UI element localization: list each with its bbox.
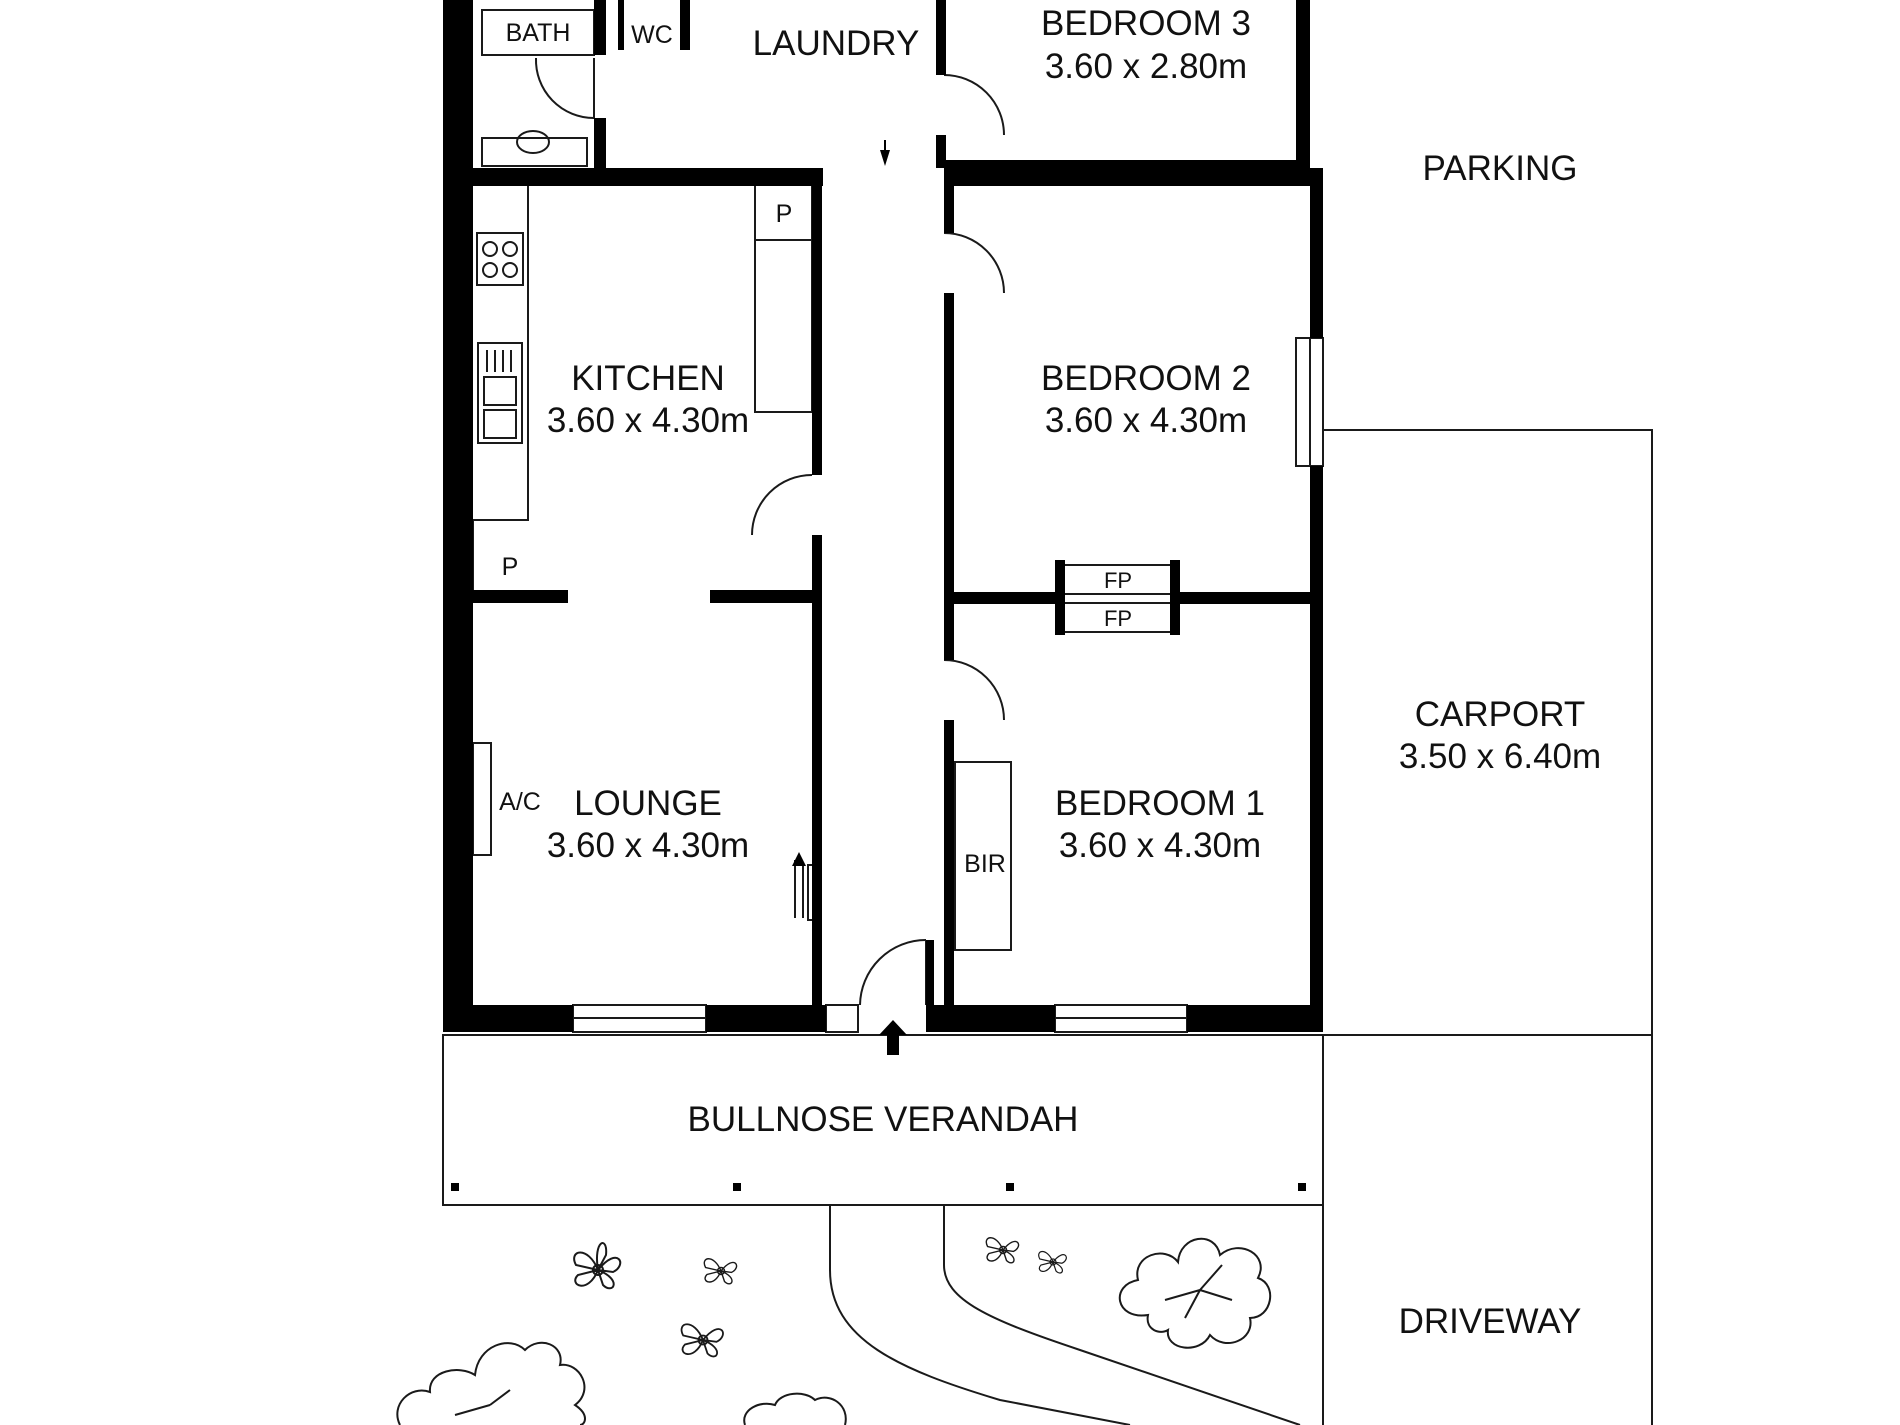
sink-bowl-2 [483, 409, 517, 439]
entry-arrow-icon [879, 1020, 907, 1055]
aircon-label: A/C [499, 788, 541, 816]
cooktop [476, 232, 524, 286]
wall-kitchen-top [443, 168, 823, 186]
shrub-icon [396, 1341, 586, 1425]
door-swing-kitchen [751, 474, 813, 536]
wall-door-jamb [926, 940, 934, 1005]
door-swing-bath [534, 57, 595, 119]
wall-hall-left-2 [812, 535, 822, 1005]
labels: BATH WC LAUNDRY BEDROOM 3 3.60 x 2.80m P… [499, 4, 1601, 1341]
kitchen-bench [473, 184, 529, 521]
wall-hall-right-3 [944, 720, 954, 1005]
wall-left [443, 0, 473, 1032]
wall-bed-divider-1 [954, 592, 1060, 604]
wall-kitchen-lounge-2 [710, 590, 812, 603]
kitchen-sink [477, 342, 523, 444]
kitchen-size: 3.60 x 4.30m [547, 401, 749, 440]
parking-label: PARKING [1423, 149, 1578, 188]
verandah-post-2 [733, 1183, 741, 1191]
wall-bed2-top [944, 168, 1323, 186]
robe-label: BIR [964, 850, 1006, 878]
wc-label: WC [631, 21, 673, 49]
pantry-label-top: P [776, 200, 793, 228]
bedroom2-label: BEDROOM 2 [1041, 359, 1251, 398]
garden [396, 1237, 1272, 1425]
built-in-robe [954, 761, 1012, 951]
wall-right-upper [1310, 168, 1323, 338]
shrub-branches [1164, 1264, 1233, 1319]
wall-wc-left [618, 0, 624, 50]
wall-bed-divider-2 [1176, 592, 1310, 604]
fireplace-jamb-right [1170, 560, 1180, 635]
driveway-label: DRIVEWAY [1399, 1302, 1582, 1341]
bedroom1-label: BEDROOM 1 [1055, 784, 1265, 823]
wall-front-4 [1187, 1005, 1323, 1032]
wall-front-3 [926, 1005, 1055, 1032]
bedroom2-size: 3.60 x 4.30m [1045, 401, 1247, 440]
wall-kitchen-lounge-1 [473, 590, 568, 603]
door-swing-front [859, 939, 927, 1006]
hall-arrow-icon [880, 150, 890, 166]
carport-outline [1323, 429, 1653, 1425]
flower-icon [985, 1237, 1020, 1264]
carport-label: CARPORT [1415, 695, 1586, 734]
lounge-label: LOUNGE [574, 784, 722, 823]
bedroom3-size: 3.60 x 2.80m [1045, 47, 1247, 86]
flower-icon [680, 1323, 724, 1358]
fireplace-label-bed2: FP [1104, 568, 1132, 593]
verandah-post-3 [1006, 1183, 1014, 1191]
basin [516, 130, 550, 154]
vanity [481, 137, 588, 167]
verandah-label: BULLNOSE VERANDAH [688, 1100, 1079, 1139]
burner-4 [502, 262, 518, 278]
aircon-unit [472, 742, 492, 856]
door-swing-bed1 [943, 659, 1005, 721]
wall-hall-right-1 [944, 168, 954, 233]
wall-right-lower [1310, 466, 1323, 1032]
path-curve-right [943, 1205, 1301, 1425]
walls [443, 0, 1323, 1191]
burner-1 [482, 241, 498, 257]
wall-front-1 [443, 1005, 573, 1032]
sink-bowl-1 [483, 376, 517, 406]
laundry-label: LAUNDRY [753, 24, 920, 63]
wall-right-top [1296, 0, 1310, 168]
flower-icon [1038, 1250, 1067, 1274]
wall-laundry-right [936, 0, 946, 75]
sidelight [825, 1004, 859, 1033]
pantry-label-bottom: P [502, 553, 519, 581]
verandah-post-4 [1298, 1183, 1306, 1191]
bedroom3-label: BEDROOM 3 [1041, 4, 1251, 43]
wall-laundry-right-2 [936, 135, 946, 168]
carport-size: 3.50 x 6.40m [1399, 737, 1601, 776]
bath-label: BATH [506, 19, 571, 47]
wall-bath-right-2 [594, 118, 606, 168]
flower-icon [703, 1258, 738, 1285]
door-swing-laundry [943, 74, 1005, 136]
verandah-post-1 [451, 1183, 459, 1191]
stair-arrow-icon [792, 852, 806, 866]
burner-3 [482, 262, 498, 278]
fireplace-label-bed1: FP [1104, 606, 1132, 631]
lounge-size: 3.60 x 4.30m [547, 826, 749, 865]
bedroom1-size: 3.60 x 4.30m [1059, 826, 1261, 865]
door-swing-bed2 [943, 232, 1005, 294]
shrub-icon [743, 1392, 847, 1425]
path-curve-left [829, 1205, 1131, 1425]
hall-arrow-stem [884, 140, 886, 152]
wall-bath-right [594, 0, 606, 55]
shrub-icon [1118, 1237, 1272, 1349]
fireplace-jamb-left [1055, 560, 1065, 635]
kitchen-label: KITCHEN [571, 359, 725, 398]
shrub-branches [454, 1389, 511, 1416]
wall-bed3-bottom [944, 160, 1296, 168]
wall-wc-right [680, 0, 690, 50]
wall-hall-left-1 [812, 168, 822, 475]
flower-icon [573, 1242, 622, 1290]
wall-front-2 [706, 1005, 826, 1032]
wall-hall-right-2 [944, 293, 954, 660]
burner-2 [502, 241, 518, 257]
